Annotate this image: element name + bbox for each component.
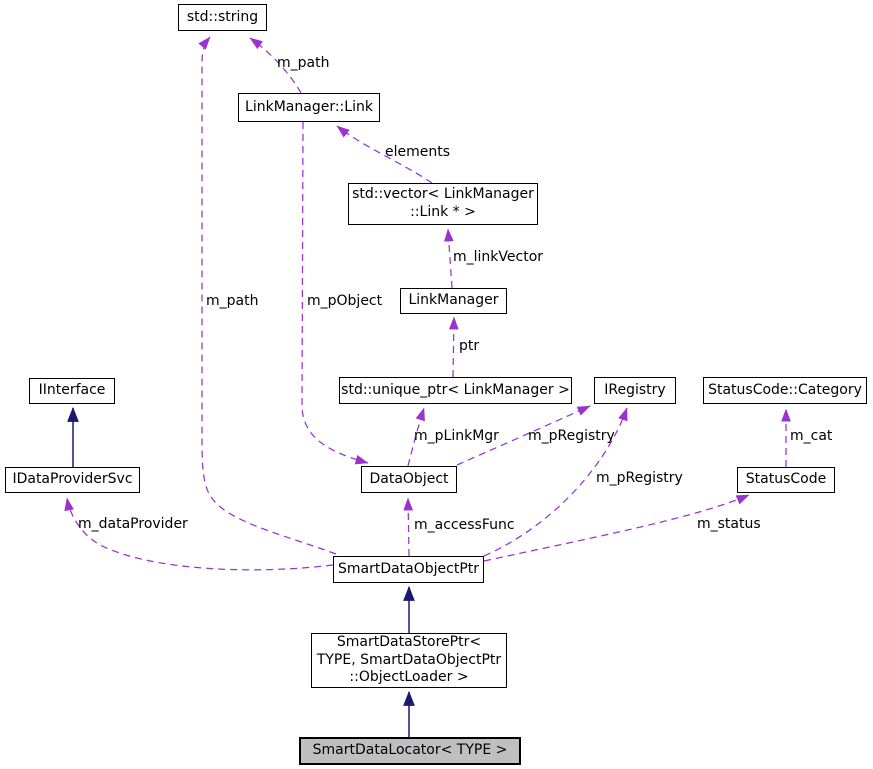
node-statuscode-category[interactable]: StatusCode::Category [703,377,867,404]
edge-label-ptr: ptr [459,338,480,354]
edge-label-m_pObject: m_pObject [307,293,383,309]
edge-label-m_path: m_path [206,293,259,309]
node-idataprovidersvc[interactable]: IDataProviderSvc [5,467,140,493]
node-smartdatastoreptr[interactable]: SmartDataStorePtr< TYPE, SmartDataObject… [311,633,507,688]
edge-m_linkVector-linkmanager-std-vector-linkmanager-link [443,228,454,289]
edge-label-m_status: m_status [697,516,761,532]
edge-label-elements: elements [385,144,451,160]
edge-m_pRegistry-smartdataobjectptr-iregistry [483,407,628,557]
node-std-string[interactable]: std::string [178,4,267,31]
node-dataobject[interactable]: DataObject [361,466,457,493]
edge-m_dataProvider-smartdataobjectptr-idataprovidersvc [64,497,334,571]
edge-elements-std-vector-linkmanager-link-linkmanager-link [336,125,433,184]
node-linkmanager-link[interactable]: LinkManager::Link [238,93,380,122]
edge-m_accessFunc-smartdataobjectptr-dataobject [403,497,414,557]
edge-label-m_pLinkMgr: m_pLinkMgr [414,428,499,444]
edge-ptr-std-unique-ptr-linkmanager-linkmanager [448,316,459,378]
edge-m_path-smartdataobjectptr-std-string [198,36,337,555]
edge-m_path-linkmanager-link-std-string [249,37,302,94]
edge-label-m_dataProvider: m_dataProvider [78,516,188,532]
node-smartdataobjectptr[interactable]: SmartDataObjectPtr [333,556,484,583]
node-smartdatalocator[interactable]: SmartDataLocator< TYPE > [299,737,521,765]
node-std-vector-linkmanager-link[interactable]: std::vector< LinkManager ::Link * > [348,183,538,225]
node-iinterface[interactable]: IInterface [29,378,115,404]
node-iregistry[interactable]: IRegistry [594,377,676,404]
edge-m_status-smartdataobjectptr-statuscode [483,494,750,562]
edge-label-m_pRegistry: m_pRegistry [596,470,683,486]
edge-label-m_cat: m_cat [790,428,833,444]
edge-label-m_accessFunc: m_accessFunc [414,517,515,533]
edge-label-m_linkVector: m_linkVector [453,249,544,265]
edge-label-m_pRegistry: m_pRegistry [528,428,615,444]
edge-label-m_path: m_path [277,55,330,71]
node-linkmanager[interactable]: LinkManager [400,288,507,314]
edge-m_pObject-linkmanager-link-dataobject [301,121,369,465]
node-statuscode[interactable]: StatusCode [737,467,835,493]
edge-m_pLinkMgr-dataobject-std-unique-ptr-linkmanager [407,407,425,467]
node-std-unique-ptr-linkmanager[interactable]: std::unique_ptr< LinkManager > [339,377,572,404]
edge-m_pRegistry-dataobject-iregistry [456,405,591,466]
